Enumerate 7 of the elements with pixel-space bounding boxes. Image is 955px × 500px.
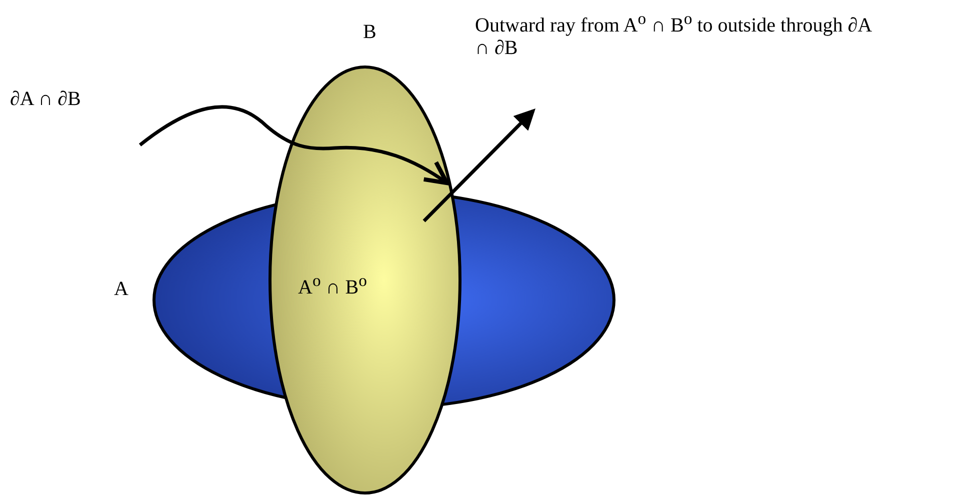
- math-label: ∂A ∩ ∂B: [10, 88, 81, 110]
- arrow: [422, 108, 536, 222]
- shape-label: A: [114, 278, 128, 300]
- shape-label: B: [363, 21, 376, 43]
- math-label: A$^{o}$ ∩ B$^{o}$: [298, 272, 367, 299]
- caption-text: Outward ray from A$^{o}$ ∩ B$^{o}$ to outside through ∂A ∩ ∂B: [475, 10, 872, 59]
- arrow: [138, 105, 450, 186]
